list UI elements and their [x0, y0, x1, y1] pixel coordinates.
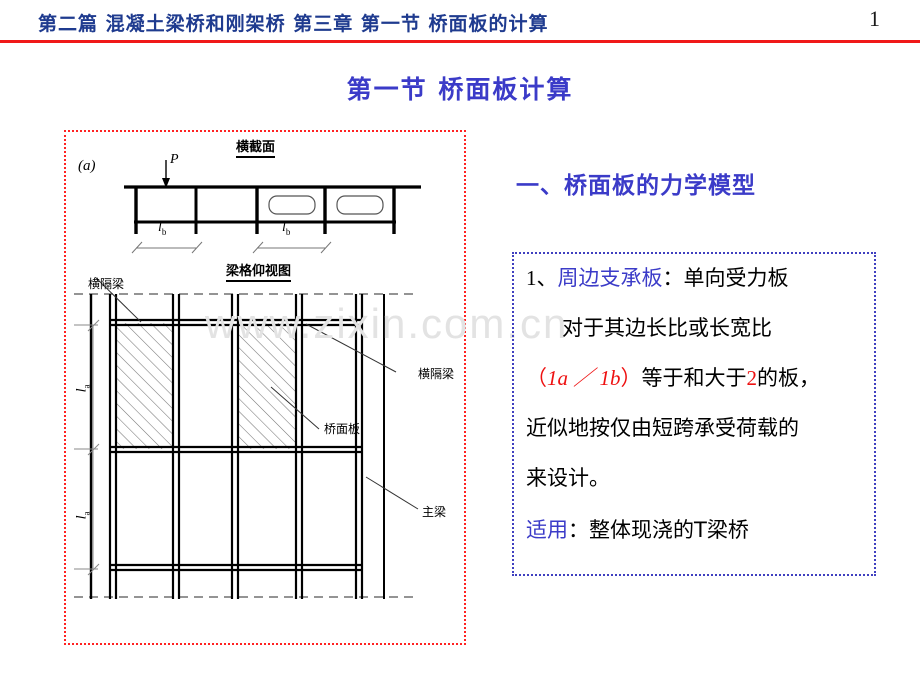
section-heading: 一、桥面板的力学模型: [516, 173, 756, 199]
page-number: 1: [869, 6, 880, 31]
label-deck-slab: 桥面板: [324, 422, 361, 436]
slide-header: 第二篇 混凝土梁桥和刚架桥 第三章 第一节 桥面板的计算 1: [0, 0, 920, 44]
bullet-line-4: 近似地按仅由短跨承受荷载的: [526, 416, 799, 440]
load-label-p: P: [170, 152, 179, 167]
bullet-line-1: 1、周边支承板：单向受力板: [526, 266, 789, 290]
dimension-la-upper: la: [74, 384, 92, 393]
cross-section-title: 横截面: [236, 136, 276, 158]
figure-panel: 横截面 (a) lb lb P 梁格仰视图: [64, 130, 466, 645]
bullet-line-5: 来设计。: [526, 466, 610, 490]
content-text-box: 1、周边支承板：单向受力板 对于其边长比或长宽比 （1a ／ 1b）等于和大于2…: [512, 252, 876, 576]
bullet-line-2: 对于其边长比或长宽比: [562, 316, 772, 340]
plan-view-title: 梁格仰视图: [226, 260, 292, 282]
cross-section-subfigure-label: (a): [78, 158, 96, 174]
cross-section-drawing: [124, 160, 421, 254]
dimension-la-lower: la: [74, 511, 92, 520]
bullet-line-6: 适用：整体现浇的T梁桥: [526, 518, 749, 542]
slide-title: 第一节 桥面板计算: [346, 75, 574, 104]
header-breadcrumb: 第二篇 混凝土梁桥和刚架桥 第三章 第一节 桥面板的计算: [38, 13, 549, 35]
label-crossbeam-top: 横隔梁: [88, 277, 125, 291]
bullet-line-3: （1a ／ 1b）等于和大于2的板，: [526, 366, 820, 390]
label-crossbeam-right: 横隔梁: [418, 367, 455, 381]
dimension-lb-left: lb: [158, 220, 167, 237]
label-main-girder: 主梁: [422, 505, 447, 519]
plan-view-drawing: [74, 277, 419, 599]
header-divider-rule: [0, 40, 920, 43]
dimension-lb-right: lb: [282, 220, 291, 237]
